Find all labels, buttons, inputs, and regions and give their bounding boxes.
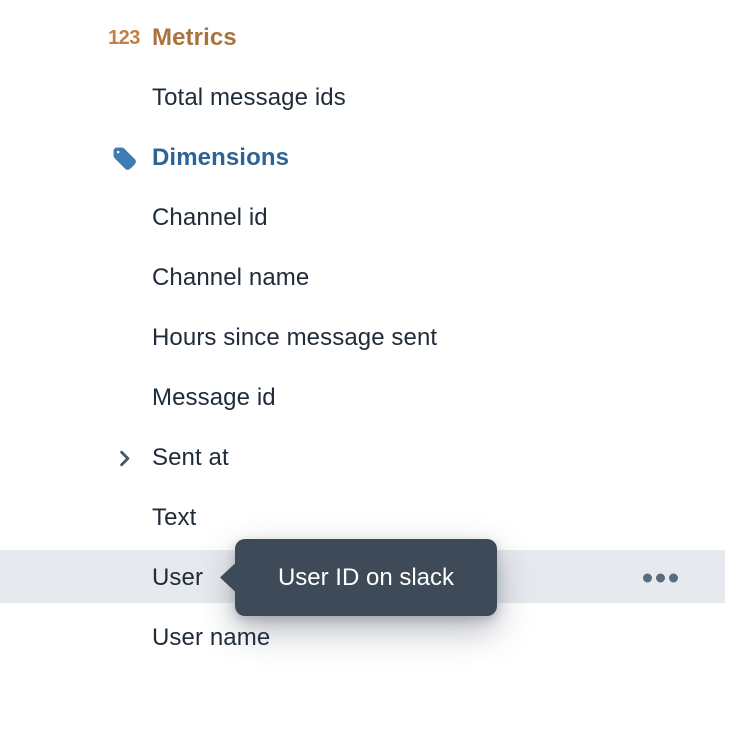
chevron-right-icon[interactable] (108, 447, 140, 470)
section-header-label: Dimensions (152, 144, 290, 171)
list-item-label: User name (152, 624, 271, 651)
list-item-channel-id[interactable]: Channel id (0, 188, 736, 248)
section-header-label: Metrics (152, 24, 237, 51)
list-item-label: Channel id (152, 204, 268, 231)
more-options-icon[interactable] (641, 568, 680, 589)
numeric-123-icon: 123 (108, 26, 140, 49)
list-item-channel-name[interactable]: Channel name (0, 248, 736, 308)
list-item-user-name[interactable]: User name (0, 608, 736, 668)
list-item-label: Message id (152, 384, 276, 411)
list-item-message-id[interactable]: Message id (0, 368, 736, 428)
list-item-label: Total message ids (152, 84, 346, 111)
tooltip-text: User ID on slack (277, 563, 455, 591)
list-item-label: Hours since message sent (152, 324, 438, 351)
tooltip: User ID on slack (220, 539, 497, 616)
list-item-label: Sent at (152, 444, 229, 471)
list-item-total-message-ids[interactable]: Total message ids (0, 68, 736, 128)
tag-icon (108, 145, 140, 172)
list-item-label: Text (152, 504, 197, 531)
list-item-label: User (152, 564, 204, 591)
list-item-text[interactable]: Text (0, 488, 736, 548)
dimensions-section-header[interactable]: Dimensions (0, 128, 736, 188)
list-item-label: Channel name (152, 264, 310, 291)
metrics-section-header[interactable]: 123 Metrics (0, 8, 736, 68)
list-item-sent-at[interactable]: Sent at (0, 428, 736, 488)
list-item-hours-since-message-sent[interactable]: Hours since message sent (0, 308, 736, 368)
